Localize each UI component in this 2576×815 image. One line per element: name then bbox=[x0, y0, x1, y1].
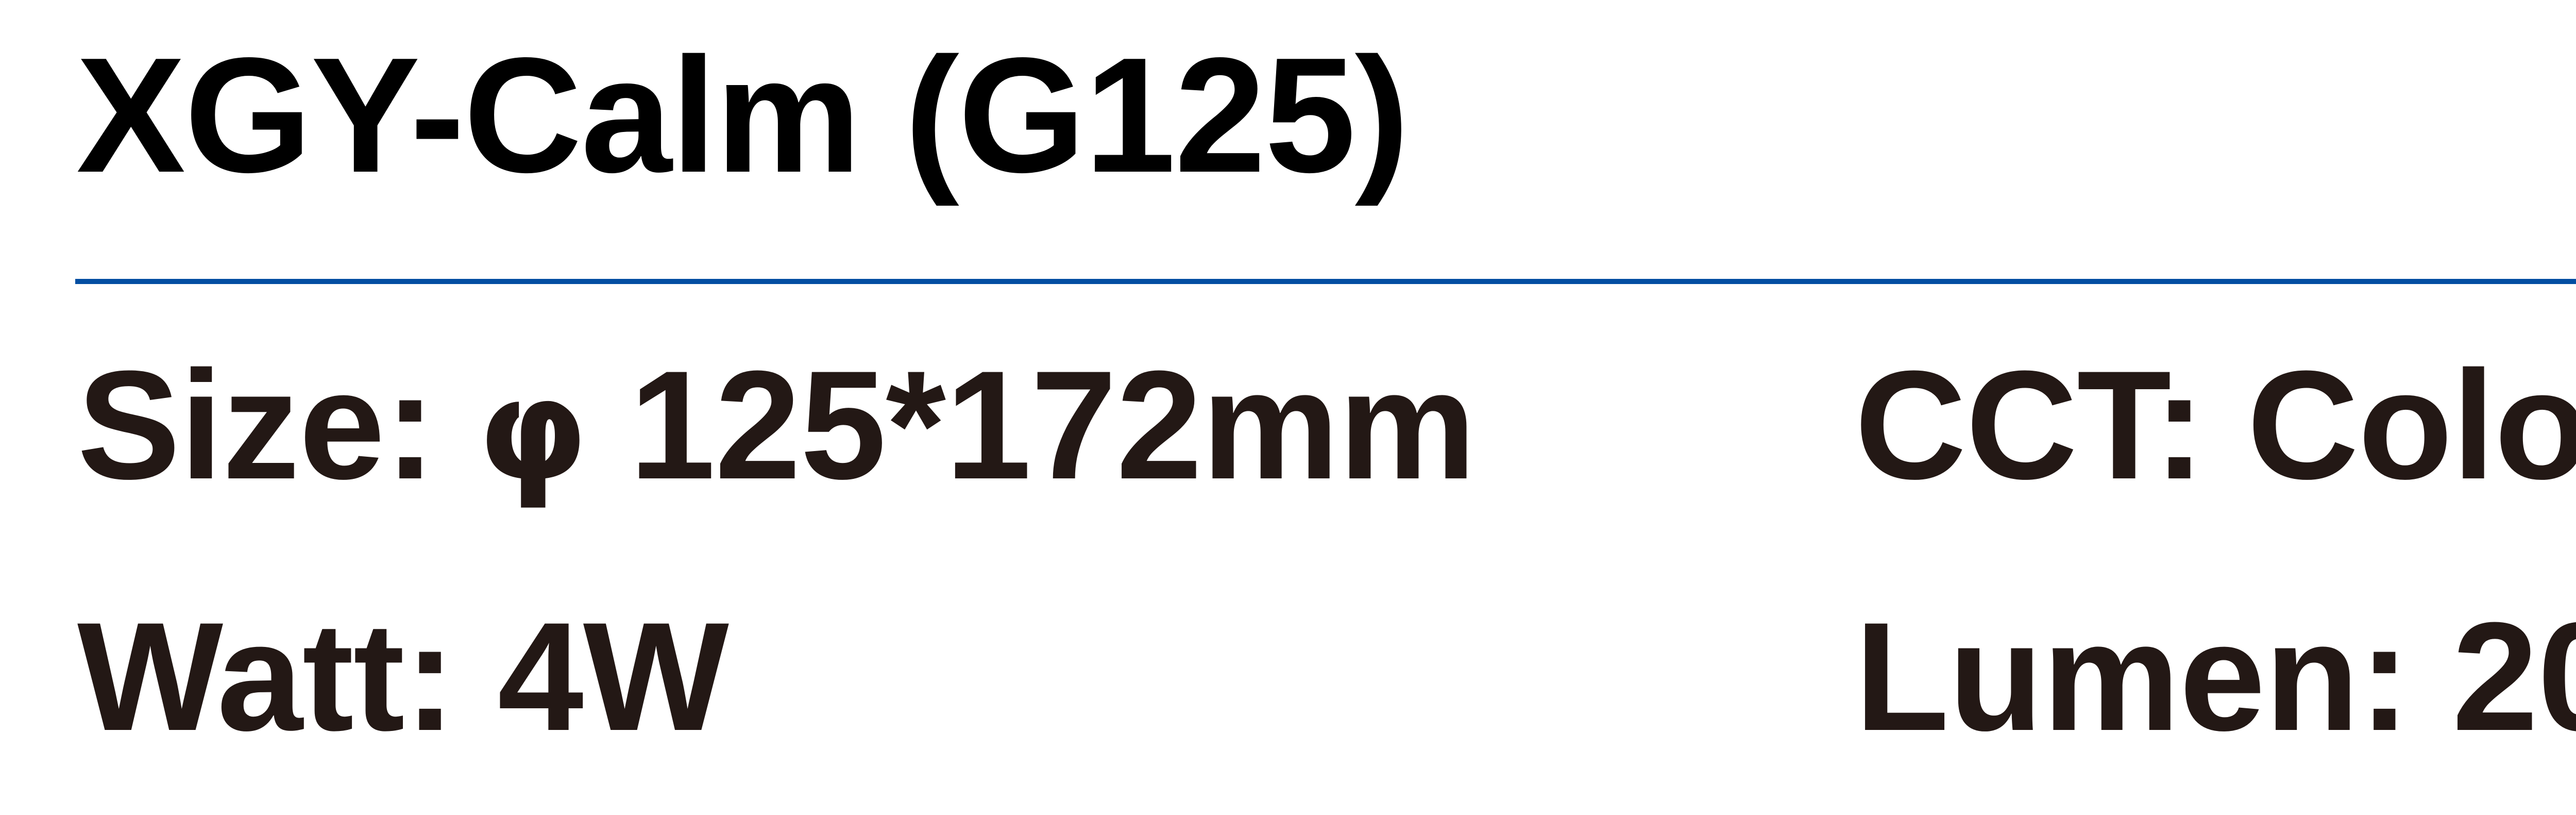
spec-item-watt: Watt: 4W bbox=[77, 599, 729, 754]
spec-value-size: 125*172mm bbox=[629, 338, 1476, 511]
page-title: XGY-Calm (G125) bbox=[76, 24, 1410, 207]
spec-item-size: Size: φ 125*172mm bbox=[77, 347, 1476, 502]
spec-label-size: Size: bbox=[77, 338, 436, 511]
spec-row: Watt: 4W Lumen: 200-250lm/W bbox=[0, 599, 2576, 769]
spec-item-lumen: Lumen: 200-250lm/W bbox=[1855, 599, 2576, 754]
diameter-phi-icon: φ bbox=[478, 349, 588, 512]
spec-label-watt: Watt: bbox=[77, 590, 456, 763]
spec-value-lumen: 200-250lm/W bbox=[2452, 590, 2576, 763]
spec-label-cct: CCT: bbox=[1855, 338, 2205, 511]
spec-value-cct: Color bbox=[2247, 338, 2576, 511]
title-divider bbox=[75, 279, 2576, 284]
spec-item-cct: CCT: Color bbox=[1855, 347, 2576, 502]
spec-label-lumen: Lumen: bbox=[1855, 590, 2410, 763]
spec-value-watt: 4W bbox=[497, 590, 729, 763]
spec-row: Size: φ 125*172mm CCT: Color bbox=[0, 347, 2576, 517]
